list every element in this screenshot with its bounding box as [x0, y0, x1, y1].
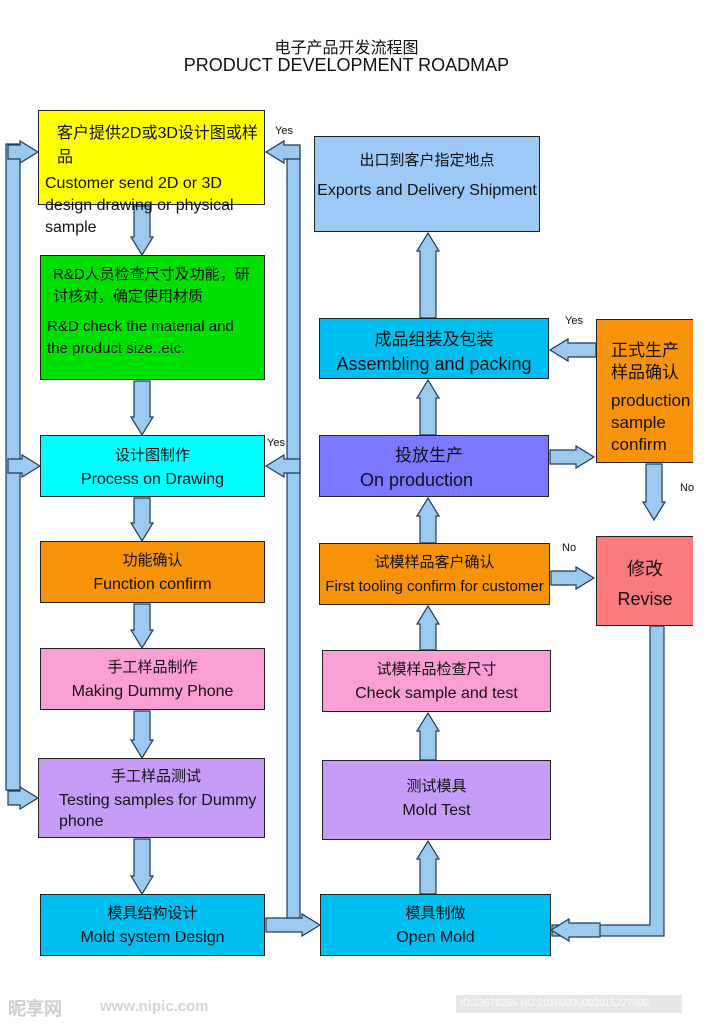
- step-en: Assembling and packing: [336, 354, 532, 374]
- label-yes-right: Yes: [565, 315, 583, 327]
- step-assembling: 成品组装及包装 Assembling and packing: [319, 318, 549, 379]
- step-en: Process on Drawing: [80, 471, 225, 488]
- label-no-revise: No: [562, 542, 577, 554]
- arrow-assembling-to-exports: [415, 231, 441, 319]
- arrow-tooling-to-revise: [550, 565, 596, 591]
- step-en: Check sample and test: [355, 685, 518, 702]
- step-mold-design: 模具结构设计 Mold system Design: [40, 894, 265, 956]
- step-en: R&D check the material and the product s…: [47, 318, 234, 357]
- loop-mid-vertical: [286, 151, 301, 919]
- step-zh: 正式生产样品确认: [611, 341, 679, 382]
- step-process-drawing: 设计图制作 Process on Drawing: [40, 435, 265, 497]
- step-exports: 出口到客户指定地点 Exports and Delivery Shipment: [314, 136, 540, 232]
- arrow-revise-to-openmold: [549, 917, 601, 943]
- step-en: Testing samples for Dummy phone: [59, 792, 257, 830]
- step-en: On production: [360, 470, 474, 490]
- arrow-customer-to-rd: [129, 205, 155, 257]
- watermark-url: www.nipic.com: [100, 998, 209, 1015]
- arrow-check-to-tooling: [415, 604, 441, 651]
- step-zh: 投放生产: [395, 446, 463, 465]
- step-en: Function confirm: [93, 576, 212, 593]
- step-mold-test: 测试模具 Mold Test: [322, 760, 551, 840]
- step-zh: 出口到客户指定地点: [359, 152, 495, 169]
- step-on-production: 投放生产 On production: [319, 435, 549, 497]
- arrow-sample-to-assembling: [548, 337, 597, 363]
- step-en: production sample confirm: [611, 391, 691, 454]
- arrow-mid-to-customer: [264, 139, 301, 165]
- step-zh: 试模样品客户确认: [374, 554, 495, 571]
- arrow-moldtest-to-check: [415, 711, 441, 761]
- arrow-function-to-dummy: [129, 603, 155, 650]
- step-production-sample: 正式生产样品确认 production sample confirm: [596, 319, 693, 463]
- step-en: Open Mold: [396, 929, 475, 946]
- step-zh: 模具结构设计: [107, 905, 198, 922]
- arrow-loop-from-testing: [7, 785, 40, 811]
- step-zh: 修改: [627, 559, 663, 579]
- step-testing-dummy: 手工样品测试 Testing samples for Dummy phone: [38, 758, 265, 838]
- step-check-sample: 试模样品检查尺寸 Check sample and test: [322, 650, 551, 712]
- step-open-mold: 模具制做 Open Mold: [320, 894, 551, 956]
- step-zh: 试模样品检查尺寸: [376, 661, 497, 678]
- step-en: Mold system Design: [80, 929, 225, 946]
- arrow-loop-to-drawing: [7, 453, 42, 479]
- step-rd-check: R&D人员检查尺寸及功能，研讨核对，确定使用材质 R&D check the m…: [40, 255, 265, 380]
- step-first-tooling: 试模样品客户确认 First tooling confirm for custo…: [319, 543, 550, 605]
- label-yes-mid: Yes: [267, 437, 285, 449]
- arrow-rd-to-drawing: [129, 380, 155, 437]
- arrow-production-to-sample: [549, 444, 596, 470]
- arrow-mid-to-drawing: [264, 453, 301, 479]
- step-zh: 设计图制作: [114, 447, 190, 464]
- arrow-testing-to-design: [129, 838, 155, 896]
- step-en: Revise: [617, 589, 673, 609]
- step-revise: 修改 Revise: [596, 536, 693, 626]
- arrow-sample-to-revise: [641, 463, 667, 522]
- step-function-confirm: 功能确认 Function confirm: [40, 541, 265, 603]
- step-zh: 模具制做: [405, 905, 466, 922]
- step-zh: R&D人员检查尺寸及功能，研讨核对，确定使用材质: [53, 266, 250, 305]
- step-zh: 测试模具: [406, 778, 467, 795]
- arrow-loop-to-customer: [7, 139, 40, 165]
- step-en: Making Dummy Phone: [71, 683, 234, 700]
- arrow-tooling-to-production: [415, 496, 441, 544]
- arrow-dummy-to-testing: [129, 710, 155, 760]
- step-making-dummy: 手工样品制作 Making Dummy Phone: [40, 648, 265, 710]
- step-zh: 功能确认: [122, 552, 183, 569]
- step-en: Exports and Delivery Shipment: [317, 182, 537, 199]
- step-en: First tooling confirm for customer: [325, 578, 544, 595]
- arrow-openmold-to-moldtest: [415, 839, 441, 895]
- flow-arrows: [5, 139, 667, 943]
- arrow-revise-loop: [551, 625, 665, 937]
- step-zh: 手工样品制作: [107, 659, 198, 676]
- label-no-right: No: [680, 482, 695, 494]
- title-en: PRODUCT DEVELOPMENT ROADMAP: [183, 55, 510, 75]
- step-en: Mold Test: [402, 802, 471, 819]
- arrow-drawing-to-function: [129, 497, 155, 543]
- step-customer-send: 客户提供2D或3D设计图或样品 Customer send 2D or 3D d…: [38, 110, 265, 236]
- arrow-design-to-openmold: [265, 912, 322, 938]
- title-zh: 电子产品开发流程图: [274, 40, 419, 57]
- watermark-brand: 昵享网: [8, 999, 62, 1019]
- step-en: Customer send 2D or 3D design drawing or…: [45, 175, 234, 236]
- label-yes-top: Yes: [275, 125, 293, 137]
- step-zh: 手工样品测试: [111, 768, 202, 785]
- watermark-id: ID:23676259 NO:20160830093915227000: [456, 995, 682, 1013]
- step-zh: 客户提供2D或3D设计图或样品: [57, 125, 258, 166]
- step-zh: 成品组装及包装: [374, 330, 494, 349]
- arrow-production-to-assembling: [415, 378, 441, 436]
